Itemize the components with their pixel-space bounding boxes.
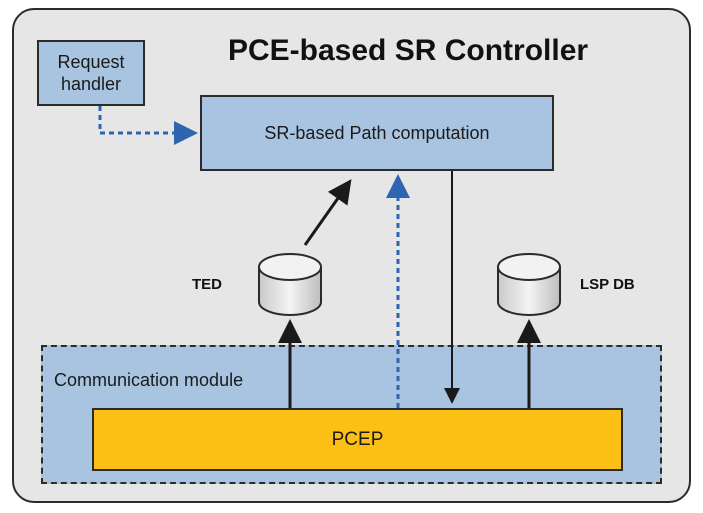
pcep-box: PCEP (92, 408, 623, 471)
request-handler-box: Request handler (37, 40, 145, 106)
ted-to-computation-arrow (303, 179, 352, 246)
path-computation-box: SR-based Path computation (200, 95, 554, 171)
ted-label: TED (192, 276, 222, 293)
pcep-label: PCEP (331, 428, 384, 450)
ted-database-icon (258, 253, 322, 316)
request-to-computation-arrow (98, 106, 198, 145)
request-handler-label-line2: handler (60, 74, 122, 94)
lsp-db-label: LSP DB (580, 276, 635, 293)
lsp-db-database-icon (497, 253, 561, 316)
request-handler-label-line1: Request (57, 52, 125, 72)
communication-module-label: Communication module (54, 370, 244, 390)
path-computation-label: SR-based Path computation (264, 122, 490, 143)
diagram-title: PCE-based SR Controller (228, 34, 589, 67)
